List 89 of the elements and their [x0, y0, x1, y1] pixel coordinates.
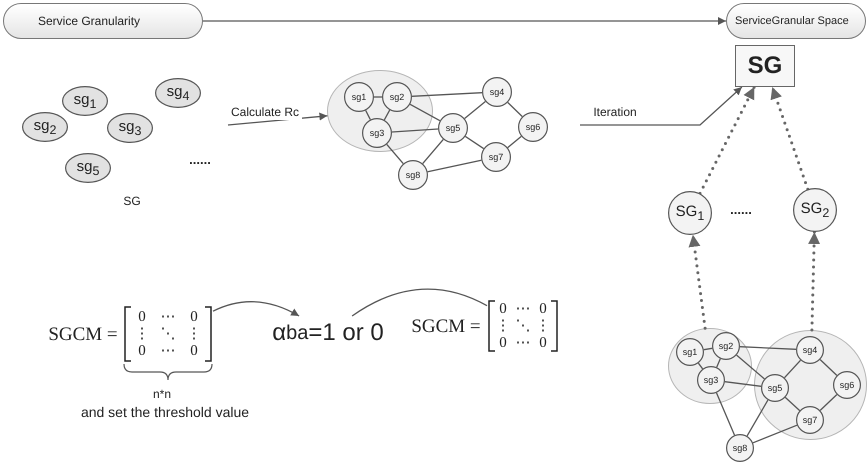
- matrix-cell-text: 0: [137, 343, 147, 359]
- stage-box: ServiceGranular Space: [726, 3, 866, 39]
- graph-node: SG$_{1}$: [668, 191, 712, 235]
- graph-node: sg8: [726, 434, 754, 462]
- connector-line: [784, 360, 801, 378]
- group-ellipse: [327, 70, 433, 152]
- connector-line: [352, 288, 488, 317]
- graph-node: sg8: [398, 160, 428, 190]
- graph-node: sg1: [344, 82, 374, 112]
- connector-line: [736, 354, 765, 380]
- matrix-cell-text: 0: [189, 309, 199, 325]
- connector-line: [428, 160, 482, 172]
- connector-line: [392, 128, 438, 133]
- connector-line: [410, 104, 440, 122]
- graph-node: sg1: [676, 338, 704, 366]
- result-box: SG: [735, 45, 795, 87]
- matrix-cell-text: 0: [538, 301, 548, 317]
- matrix-cell-text: ⋱: [160, 326, 176, 342]
- set-element-ellipse: sg$_{4}$: [155, 78, 201, 108]
- graph-node: SG$_{2}$: [793, 188, 837, 232]
- matrix-cell-text: 0: [189, 343, 199, 359]
- matrix-cell-text: ⋱: [514, 318, 532, 334]
- connector-line: [784, 396, 800, 412]
- connector-line: [507, 136, 522, 148]
- dotted-arrow: [808, 230, 820, 332]
- set-element-ellipse: sg$_{5}$: [65, 153, 111, 183]
- connector-line: [724, 381, 762, 387]
- graph-node: sg4: [796, 336, 824, 364]
- matrix-cell-text: 0: [538, 335, 548, 351]
- matrix-cell-text: 0: [498, 335, 508, 351]
- graph-node: sg5: [438, 113, 468, 143]
- stage-box: Service Granularity: [3, 3, 203, 39]
- arrow: [212, 301, 300, 317]
- connector-line: [412, 92, 482, 97]
- connector-line: [740, 346, 796, 350]
- graph-node: sg5: [761, 374, 789, 402]
- connector-line: [716, 392, 736, 436]
- graph-node: sg6: [833, 371, 861, 399]
- dotted-arrow: [698, 86, 756, 195]
- connector-line: [752, 424, 798, 444]
- caption-text: and set the threshold value: [80, 403, 250, 422]
- connector-line: [704, 348, 712, 350]
- dotted-arrow: [770, 86, 810, 191]
- matrix-cell-text: ⋯: [160, 343, 176, 359]
- arrow: [580, 86, 742, 126]
- set-element-ellipse: sg$_{1}$: [62, 86, 108, 116]
- set-label: SG: [122, 193, 142, 210]
- matrix-cell-text: ⋮: [494, 318, 512, 334]
- connector-line: [386, 144, 404, 164]
- group-ellipse: [668, 328, 752, 404]
- matrix: [123, 306, 213, 362]
- group-ellipse: [754, 330, 867, 440]
- matrix-cell-text: 0: [498, 301, 508, 317]
- connector-line: [820, 359, 838, 376]
- dimension-label: n*n: [152, 386, 172, 402]
- connector-line: [507, 102, 523, 117]
- graph-node: sg7: [481, 142, 511, 172]
- connector-line: [820, 394, 838, 411]
- matrix-cell-text: ⋯: [514, 301, 532, 317]
- graph-node: sg4: [482, 77, 512, 107]
- matrix-cell-text: ⋮: [186, 326, 202, 342]
- ellipsis-label: ......: [188, 150, 212, 168]
- dotted-arrow: [688, 233, 707, 330]
- graph-node: sg3: [697, 366, 725, 394]
- equation-label: SGCM =: [410, 315, 482, 339]
- connector-line: [465, 136, 484, 150]
- set-element-ellipse: sg$_{2}$: [22, 112, 68, 142]
- graph-node: sg7: [796, 406, 824, 434]
- set-element-ellipse: sg$_{3}$: [107, 113, 153, 143]
- connector-line: [716, 358, 721, 368]
- ellipsis-label: ......: [729, 202, 753, 216]
- graph-node: sg3: [362, 118, 392, 148]
- graph-node: sg2: [382, 82, 412, 112]
- matrix-cell-text: ⋮: [134, 326, 150, 342]
- equation-label: SGCM =: [47, 323, 119, 347]
- connector-line: [746, 400, 768, 436]
- connector-line: [422, 138, 444, 164]
- arrow: [203, 17, 726, 25]
- connector-line: [365, 110, 371, 120]
- matrix: [487, 300, 559, 352]
- connector-line: [698, 362, 704, 370]
- graph-node: sg2: [712, 332, 740, 360]
- matrix-cell-text: ⋯: [160, 309, 176, 325]
- connector-line: [384, 110, 390, 120]
- matrix-cell-text: 0: [137, 309, 147, 325]
- connector-line: [464, 101, 486, 119]
- matrix-cell-text: ⋮: [534, 318, 552, 334]
- matrix-cell-text: ⋯: [514, 335, 532, 351]
- graph-node: sg6: [518, 112, 548, 142]
